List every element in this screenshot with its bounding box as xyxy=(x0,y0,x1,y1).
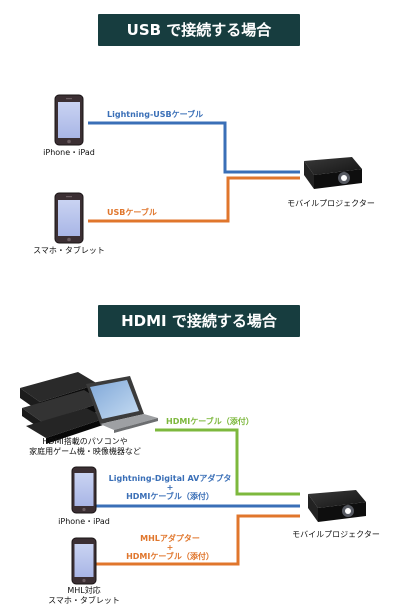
mhl-label-line1: MHL対応 xyxy=(67,586,101,595)
pc-label-line1: HDMI搭載のパソコンや xyxy=(42,437,128,446)
mhl-hdmi-cable-label: HDMIケーブル（添付） xyxy=(126,552,214,561)
lightning-plus-label: + xyxy=(166,483,174,492)
smartphone-icon xyxy=(54,94,84,146)
pc-label-line2: 家庭用ゲーム機・映像機器など xyxy=(29,447,141,456)
hdmi-cable-label: HDMIケーブル（添付） xyxy=(166,417,254,426)
smartphone-icon xyxy=(71,537,97,585)
projector-icon xyxy=(308,490,366,522)
usb-iphone-label: iPhone・iPad xyxy=(43,148,95,157)
usb-cable xyxy=(88,176,300,223)
smartphone-icon xyxy=(54,192,84,244)
usb-cable-label: USBケーブル xyxy=(107,208,157,217)
lightning-hdmi-cable-label: HDMIケーブル（添付） xyxy=(126,492,214,501)
mhl-label-line2: スマホ・タブレット xyxy=(48,596,120,605)
lightning-usb-cable xyxy=(88,121,300,174)
lightning-adapter-label: Lightning-Digital AVアダプタ xyxy=(108,474,232,483)
smartphone-icon xyxy=(71,466,97,514)
usb-smartphone-label: スマホ・タブレット xyxy=(33,246,105,255)
game-console-icon xyxy=(20,372,106,444)
usb-projector-label: モバイルプロジェクター xyxy=(287,199,375,208)
lightning-usb-cable-label: Lightning-USBケーブル xyxy=(107,110,204,119)
hdmi-projector-label: モバイルプロジェクター xyxy=(292,530,380,539)
usb-section-title: USB で接続する場合 xyxy=(98,14,300,46)
projector-icon xyxy=(304,157,362,189)
mhl-hdmi-cable xyxy=(95,514,300,566)
hdmi-iphone-label: iPhone・iPad xyxy=(58,517,110,526)
laptop-icon xyxy=(86,376,158,433)
mhl-plus-label: + xyxy=(166,543,174,552)
mhl-adapter-label: MHLアダプター xyxy=(140,534,200,543)
hdmi-section-title: HDMI で接続する場合 xyxy=(98,305,300,337)
hdmi-cable xyxy=(155,428,300,496)
